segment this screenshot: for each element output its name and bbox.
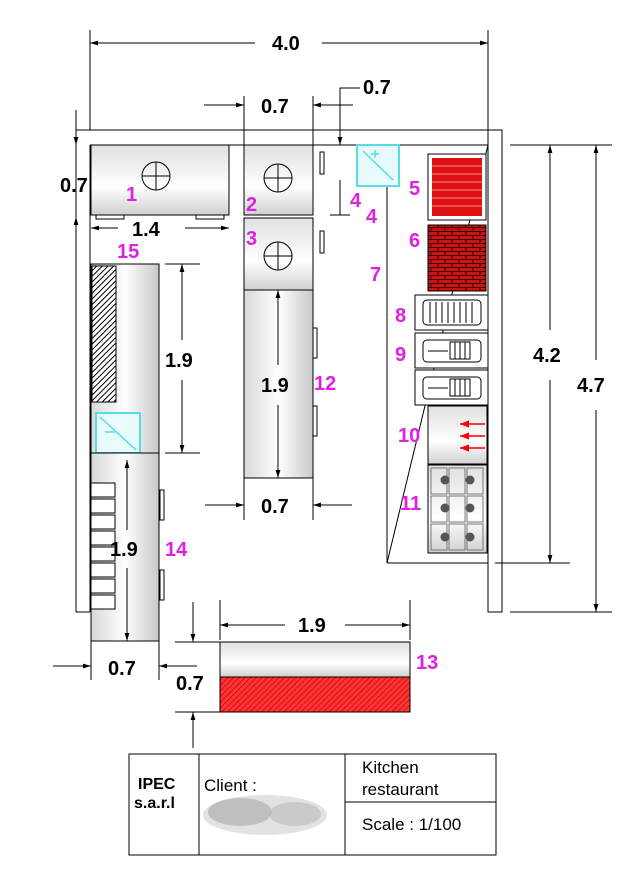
dim-top-07b: 0.7 — [363, 77, 391, 99]
project-title-line2: restaurant — [362, 780, 439, 799]
label-8: 8 — [395, 305, 406, 327]
label-4: 4 — [350, 190, 362, 212]
cabinet-15 — [90, 263, 160, 455]
stove-11 — [427, 464, 488, 554]
label-9: 9 — [395, 344, 406, 366]
company-name-line2: s.a.r.l — [134, 795, 175, 812]
dim-h42: 4.2 — [533, 345, 561, 367]
dim-total-width: 4.0 — [272, 33, 300, 55]
scale-label: Scale : 1/100 — [362, 815, 461, 834]
label-3: 3 — [246, 228, 257, 250]
sink-unit-2 — [243, 144, 325, 216]
fryer-9a — [414, 332, 489, 369]
hand-sink-4 — [356, 144, 400, 187]
fryer-8 — [414, 294, 489, 331]
label-11: 11 — [400, 493, 421, 515]
label-2: 2 — [246, 194, 257, 216]
griddle-10 — [427, 405, 488, 465]
dim-w07-mid: 0.7 — [261, 496, 289, 518]
shelving-14 — [90, 452, 165, 642]
label-14: 14 — [165, 539, 188, 561]
label-1: 1 — [126, 184, 137, 206]
dim-w14: 1.4 — [132, 219, 161, 241]
label-6: 6 — [409, 230, 420, 252]
sink-unit-3 — [243, 217, 325, 291]
dim-d4: 4 — [366, 206, 378, 228]
dim-w07-bottom: 0.7 — [108, 658, 136, 680]
dim-h07-13: 0.7 — [176, 673, 204, 695]
grill-5 — [427, 153, 487, 221]
dim-left-07: 0.7 — [60, 175, 88, 197]
counter-13 — [219, 641, 411, 713]
dim-top-07a: 0.7 — [261, 96, 289, 118]
project-title-line1: Kitchen — [362, 758, 419, 777]
client-label: Client : — [204, 776, 257, 795]
sink-unit-1 — [90, 144, 230, 220]
brick-oven-6 — [427, 224, 487, 292]
label-15: 15 — [117, 241, 139, 263]
dim-h19-mid: 1.9 — [261, 375, 289, 397]
label-12: 12 — [314, 373, 336, 395]
label-7: 7 — [370, 264, 381, 286]
dim-h19-14: 1.9 — [110, 539, 138, 561]
dim-h19-left: 1.9 — [165, 350, 193, 372]
dimension-lines — [53, 30, 612, 748]
label-10: 10 — [398, 425, 420, 447]
label-5: 5 — [409, 178, 420, 200]
company-name-line1: IPEC — [138, 776, 176, 793]
label-13: 13 — [416, 652, 438, 674]
fryer-9b — [414, 369, 489, 406]
dim-w19-13: 1.9 — [298, 615, 326, 637]
title-block — [128, 753, 497, 856]
dim-h47: 4.7 — [577, 375, 605, 397]
